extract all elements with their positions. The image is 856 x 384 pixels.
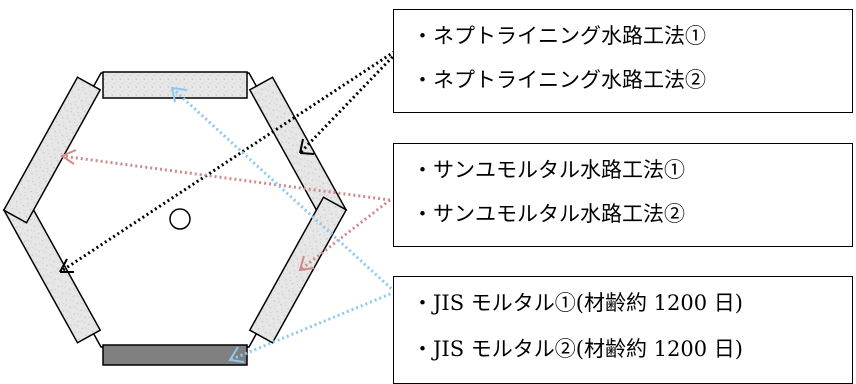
arrowhead-neptolining-b2 [59, 258, 68, 273]
arrow-sanyu-to-upper-left [61, 154, 391, 202]
specimen-panel-lower-left [2, 196, 102, 344]
arrow-neptolining-to-lower-left [59, 44, 404, 274]
specimen-panel-upper-left [2, 76, 102, 224]
specimen-panel-bottom [102, 344, 248, 366]
legend-sanyu-1: ・サンユモルタル水路工法① [412, 158, 685, 182]
specimen-panel-top [102, 71, 248, 99]
legend-neptolining-1: ・ネプトライニング水路工法① [412, 24, 706, 48]
legend-sanyu-2: ・サンユモルタル水路工法② [412, 202, 685, 226]
arrowhead-sanyu-b [298, 255, 315, 272]
arrowhead-neptolining-a2 [299, 138, 304, 154]
arrow-neptolining-to-upper-right [298, 44, 405, 155]
legend-jis-2: ・JIS モルタル②(材齢約 1200 日) [412, 337, 743, 361]
arrowhead-jis-a [170, 86, 188, 103]
arrow-jis-to-top [170, 86, 397, 294]
arrow-group-jis [170, 86, 397, 362]
arrowhead-sanyu-a [59, 149, 77, 165]
legend-box-neptolining: ・ネプトライニング水路工法① ・ネプトライニング水路工法② [393, 9, 853, 113]
center-circle [169, 208, 191, 230]
arrowhead-neptolining-a1 [299, 152, 315, 155]
arrow-group-neptolining [59, 44, 405, 274]
legend-box-sanyu: ・サンユモルタル水路工法① ・サンユモルタル水路工法② [393, 143, 853, 247]
specimen-panel-lower-right [248, 196, 348, 344]
legend-box-jis: ・JIS モルタル①(材齢約 1200 日) ・JIS モルタル②(材齢約 12… [393, 276, 853, 384]
arrow-sanyu-to-lower-right [299, 198, 391, 272]
legend-jis-1: ・JIS モルタル①(材齢約 1200 日) [412, 291, 743, 315]
arrowhead-jis-b [228, 346, 245, 363]
legend-neptolining-2: ・ネプトライニング水路工法② [412, 68, 706, 92]
specimen-panel-upper-right [248, 76, 348, 224]
arrow-group-sanyu [61, 154, 391, 272]
